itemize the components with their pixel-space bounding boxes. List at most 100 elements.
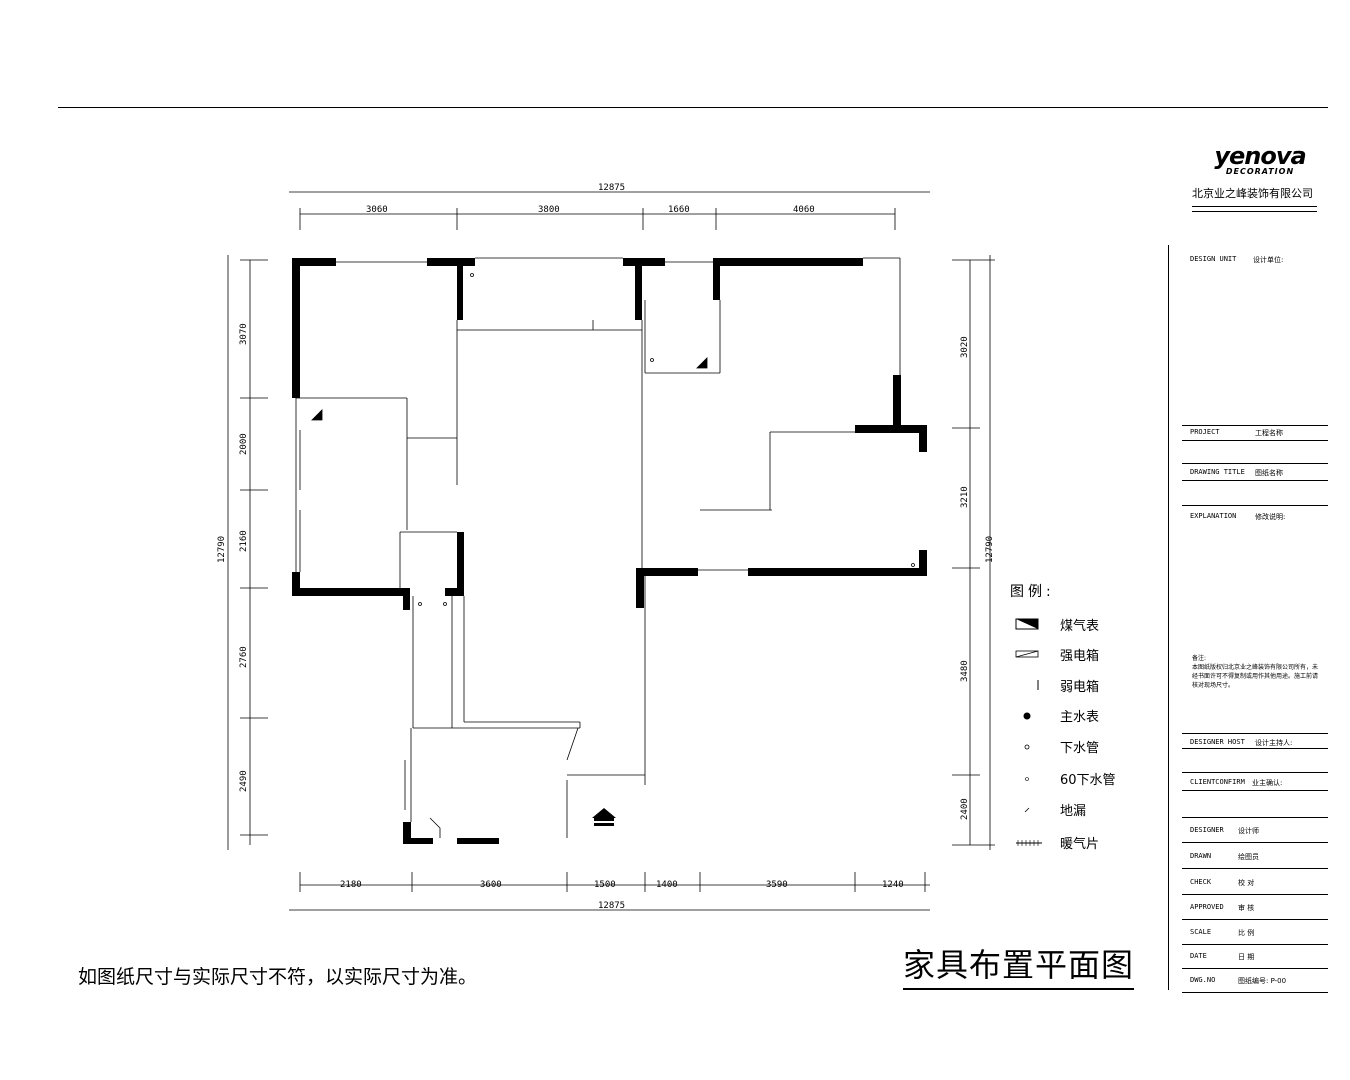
explanation-label: EXPLANATION xyxy=(1190,512,1237,520)
company-underline xyxy=(1192,206,1317,207)
legend-item-drain-pipe-60: 60下水管 xyxy=(1012,769,1132,789)
bottom-dim-5: 3590 xyxy=(766,880,788,890)
legend-item-drain-pipe: 下水管 xyxy=(1012,737,1132,757)
bottom-dim-3: 1500 xyxy=(594,880,616,890)
drawing-title: 家具布置平面图 xyxy=(903,940,1135,990)
company-underline-2 xyxy=(1192,211,1317,212)
top-dim-4: 4060 xyxy=(793,205,815,215)
explanation-value: 修改说明: xyxy=(1255,513,1286,521)
legend-label: 下水管 xyxy=(1060,741,1100,756)
plan-fixtures xyxy=(311,273,915,838)
designer-host-value: 设计主持人: xyxy=(1255,739,1293,747)
legend-title: 图例: xyxy=(1010,584,1055,600)
legend-item-weak-electric-box: 弱电箱 xyxy=(1012,676,1132,696)
remarks: 备注: 本图纸版权归北京业之峰装饰有限公司所有，未经书面许可不得复制或用作其他用… xyxy=(1192,654,1322,690)
bottom-total-dim: 12875 xyxy=(598,901,625,911)
left-dim-5: 2490 xyxy=(239,770,249,792)
title-block-row-label: DWG.NO xyxy=(1190,976,1216,984)
top-total-dim: 12875 xyxy=(598,183,625,193)
top-border-line xyxy=(58,107,1328,108)
left-dim-4: 2760 xyxy=(239,646,249,668)
bottom-dim-1: 2180 xyxy=(340,880,362,890)
project-label: PROJECT xyxy=(1190,428,1220,436)
title-block-row-value: 图纸编号: P-00 xyxy=(1238,977,1287,985)
top-dim-3: 1660 xyxy=(668,205,690,215)
tb-line xyxy=(1182,748,1328,749)
left-dimension-chain xyxy=(227,255,268,850)
client-confirm-label: CLIENTCONFIRM xyxy=(1190,778,1245,786)
drawing-name-value: 图纸名称 xyxy=(1255,469,1283,477)
tb-line xyxy=(1182,505,1328,506)
right-dimension-chain xyxy=(952,255,995,850)
drain-pipe-icon xyxy=(1024,744,1030,750)
title-block-row-label: DATE xyxy=(1190,952,1207,960)
weak-electric-box-icon xyxy=(1037,680,1039,690)
legend-item-floor-drain: 地漏 xyxy=(1012,800,1132,820)
tb-line xyxy=(1182,733,1328,734)
drain-pipe-60-icon xyxy=(1025,777,1029,781)
title-block-row-value: 日 期 xyxy=(1238,953,1255,961)
legend-label: 主水表 xyxy=(1060,710,1100,725)
title-block-divider xyxy=(1168,245,1169,990)
tb-line xyxy=(1182,425,1328,426)
right-dim-3: 3480 xyxy=(960,660,970,682)
designer-host-label: DESIGNER HOST xyxy=(1190,738,1245,746)
remarks-text: 本图纸版权归北京业之峰装饰有限公司所有，未经书面许可不得复制或用作其他用途。施工… xyxy=(1192,664,1319,689)
legend-label: 煤气表 xyxy=(1060,619,1100,634)
tb-line xyxy=(1182,463,1328,464)
strong-electric-box-icon xyxy=(1015,650,1039,658)
title-block-row-line xyxy=(1182,992,1328,993)
title-block-row-line xyxy=(1182,842,1328,843)
bottom-dimension-chain xyxy=(289,872,930,911)
entrance-arrow-icon xyxy=(592,808,616,826)
right-total-dim: 12790 xyxy=(985,536,995,563)
left-dim-2: 2000 xyxy=(239,433,249,455)
title-block-row-line xyxy=(1182,919,1328,920)
title-block-row-value: 校 对 xyxy=(1238,879,1255,887)
project-value: 工程名称 xyxy=(1255,429,1283,437)
title-block-row-value: 绘图员 xyxy=(1238,853,1259,861)
title-block-row-value: 设计师 xyxy=(1238,827,1259,835)
right-dim-4: 2400 xyxy=(960,798,970,820)
load-bearing-walls xyxy=(292,258,927,844)
company-name: 北京业之峰装饰有限公司 xyxy=(1192,187,1313,200)
logo-brand: yenova xyxy=(1214,142,1306,170)
left-total-dim: 12790 xyxy=(217,536,227,563)
right-dim-2: 3210 xyxy=(960,486,970,508)
bottom-dim-2: 3600 xyxy=(480,880,502,890)
title-block-row-value: 审 核 xyxy=(1238,904,1255,912)
legend-label: 弱电箱 xyxy=(1060,680,1100,695)
legend-item-water-meter: 主水表 xyxy=(1012,706,1132,726)
top-dim-2: 3800 xyxy=(538,205,560,215)
bottom-dim-6: 1240 xyxy=(882,880,904,890)
left-dim-3: 2160 xyxy=(239,530,249,552)
tb-line xyxy=(1182,817,1328,818)
title-block-row-line xyxy=(1182,968,1328,969)
gas-meter-icon xyxy=(1015,618,1039,630)
radiator-icon xyxy=(1016,840,1042,846)
dimension-note: 如图纸尺寸与实际尺寸不符，以实际尺寸为准。 xyxy=(78,966,478,988)
water-meter-icon xyxy=(1023,712,1031,720)
right-dim-1: 3020 xyxy=(960,336,970,358)
tb-line xyxy=(1182,440,1328,441)
title-block-row-label: CHECK xyxy=(1190,878,1212,886)
bottom-dim-4: 1400 xyxy=(656,880,678,890)
top-dimension-chain xyxy=(289,191,930,230)
company-logo: yenova DECORATION xyxy=(1210,142,1310,176)
legend-label: 暖气片 xyxy=(1060,837,1100,852)
legend-label: 强电箱 xyxy=(1060,649,1100,664)
partition-lines xyxy=(295,257,901,838)
legend-label: 60下水管 xyxy=(1060,773,1116,788)
legend-item-strong-electric-box: 强电箱 xyxy=(1012,645,1132,665)
drawing-name-label: DRAWING TITLE xyxy=(1190,468,1245,476)
title-block-row-line xyxy=(1182,894,1328,895)
title-block-row-label: DESIGNER xyxy=(1190,826,1224,834)
legend-item-gas-meter: 煤气表 xyxy=(1012,615,1132,635)
title-block-row-label: APPROVED xyxy=(1190,903,1224,911)
design-unit-value: 设计单位: xyxy=(1253,256,1284,264)
client-confirm-value: 业主确认: xyxy=(1252,779,1283,787)
title-block-row-line xyxy=(1182,944,1328,945)
title-block-row-label: SCALE xyxy=(1190,928,1212,936)
legend-item-radiator: 暖气片 xyxy=(1012,833,1132,853)
